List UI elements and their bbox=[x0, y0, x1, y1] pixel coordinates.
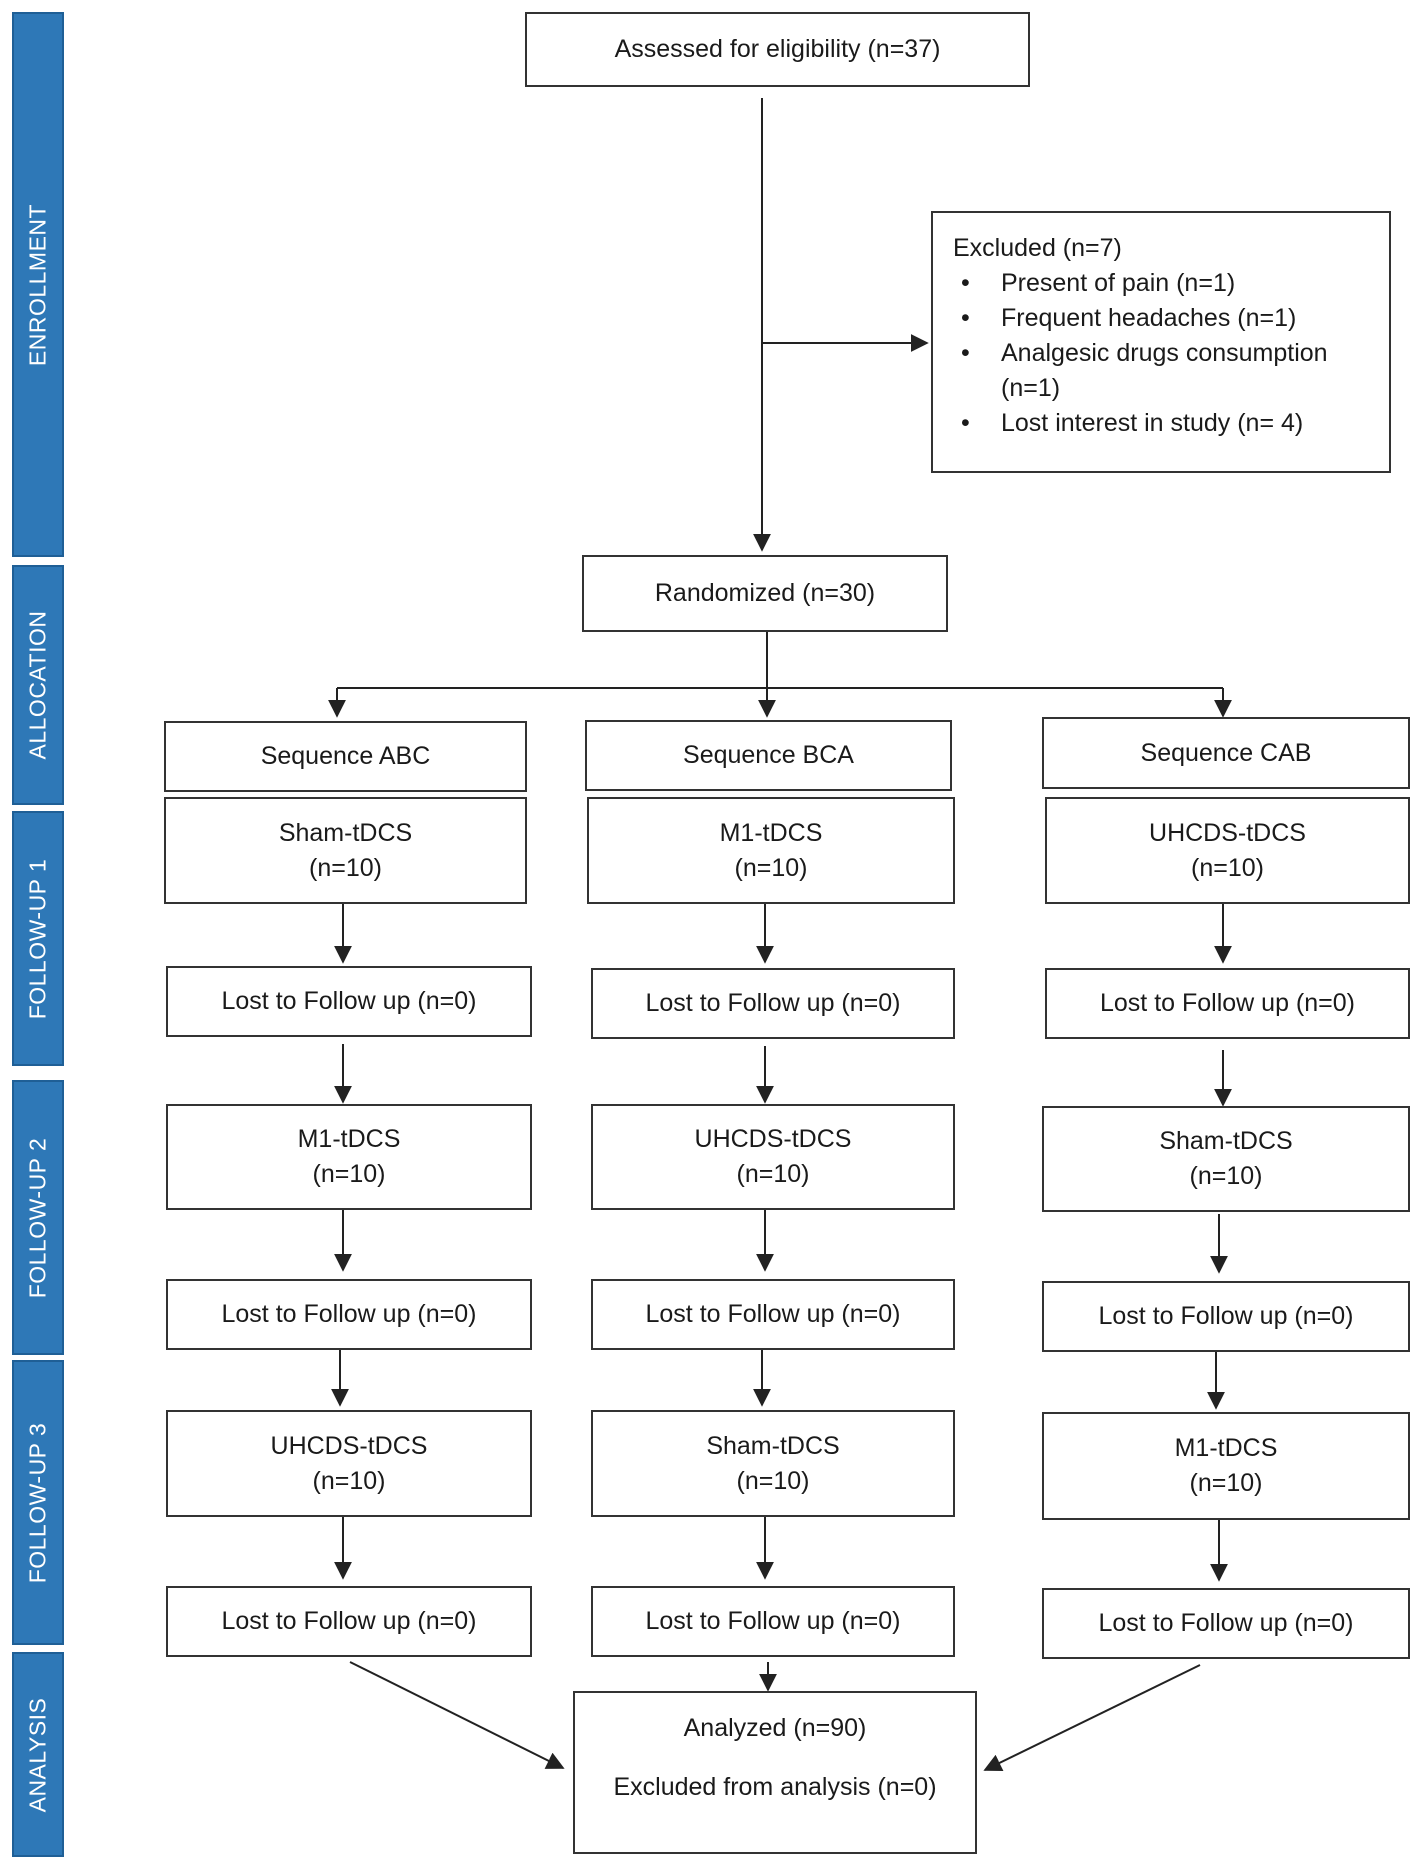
treatment-name: UHCDS-tDCS bbox=[694, 1125, 852, 1153]
analyzed-text: Analyzed (n=90) bbox=[683, 1714, 867, 1742]
abc-lost-2: Lost to Follow up (n=0) bbox=[166, 1279, 532, 1350]
treatment-n: (n=10) bbox=[312, 1466, 386, 1495]
treatment-name: UHCDS-tDCS bbox=[270, 1431, 428, 1460]
treatment-name: Sham-tDCS bbox=[278, 818, 413, 847]
sequence-label: Sequence BCA bbox=[683, 741, 854, 769]
bca-treatment-1: M1-tDCS (n=10) bbox=[587, 797, 955, 904]
cab-treatment-1: UHCDS-tDCS (n=10) bbox=[1045, 797, 1410, 904]
excluded-title: Excluded (n=7) bbox=[953, 234, 1122, 262]
treatment-n: (n=10) bbox=[309, 853, 382, 882]
treatment-name: M1-tDCS bbox=[1174, 1434, 1278, 1462]
excluded-item: Frequent headaches (n=1) bbox=[953, 301, 1369, 336]
cab-lost-3: Lost to Follow up (n=0) bbox=[1042, 1588, 1410, 1659]
treatment-n: (n=10) bbox=[1189, 1162, 1263, 1190]
assessed-box: Assessed for eligibility (n=37) bbox=[525, 12, 1030, 87]
excluded-item: Lost interest in study (n= 4) bbox=[953, 406, 1369, 441]
treatment-name: Sham-tDCS bbox=[1159, 1127, 1293, 1155]
treatment-n: (n=10) bbox=[736, 1466, 810, 1495]
arrow-cab-to-analysis bbox=[983, 1664, 1201, 1771]
bca-lost-2: Lost to Follow up (n=0) bbox=[591, 1279, 955, 1350]
sequence-label: Sequence CAB bbox=[1140, 738, 1312, 767]
treatment-name: M1-tDCS bbox=[297, 1125, 401, 1153]
bca-lost-3: Lost to Follow up (n=0) bbox=[591, 1586, 955, 1657]
abc-treatment-1: Sham-tDCS (n=10) bbox=[164, 797, 527, 904]
sequence-bca-box: Sequence BCA bbox=[585, 720, 952, 791]
randomized-text: Randomized (n=30) bbox=[654, 579, 876, 607]
lost-text: Lost to Follow up (n=0) bbox=[1098, 1609, 1354, 1637]
phase-follow-up-3: FOLLOW-UP 3 bbox=[12, 1360, 64, 1645]
arrow-abc-to-analysis bbox=[349, 1661, 565, 1769]
treatment-name: M1-tDCS bbox=[719, 818, 823, 847]
excluded-from-analysis-text: Excluded from analysis (n=0) bbox=[613, 1773, 937, 1801]
treatment-n: (n=10) bbox=[1191, 853, 1264, 882]
cab-lost-2: Lost to Follow up (n=0) bbox=[1042, 1281, 1410, 1352]
bca-lost-1: Lost to Follow up (n=0) bbox=[591, 968, 955, 1039]
phase-follow-up-2: FOLLOW-UP 2 bbox=[12, 1080, 64, 1355]
cab-lost-1: Lost to Follow up (n=0) bbox=[1045, 968, 1410, 1039]
treatment-n: (n=10) bbox=[1189, 1469, 1263, 1497]
lost-text: Lost to Follow up (n=0) bbox=[221, 1607, 477, 1635]
phase-analysis: ANALYSIS bbox=[12, 1652, 64, 1857]
lost-text: Lost to Follow up (n=0) bbox=[645, 1300, 901, 1328]
lost-text: Lost to Follow up (n=0) bbox=[1098, 1302, 1354, 1330]
treatment-name: UHCDS-tDCS bbox=[1149, 818, 1306, 847]
abc-lost-1: Lost to Follow up (n=0) bbox=[166, 966, 532, 1037]
abc-lost-3: Lost to Follow up (n=0) bbox=[166, 1586, 532, 1657]
abc-treatment-2: M1-tDCS (n=10) bbox=[166, 1104, 532, 1210]
assessed-text: Assessed for eligibility (n=37) bbox=[614, 35, 941, 63]
lost-text: Lost to Follow up (n=0) bbox=[645, 1607, 901, 1635]
phase-allocation: ALLOCATION bbox=[12, 565, 64, 805]
bca-treatment-3: Sham-tDCS (n=10) bbox=[591, 1410, 955, 1517]
lost-text: Lost to Follow up (n=0) bbox=[1100, 989, 1355, 1017]
excluded-item: Analgesic drugs consumption (n=1) bbox=[953, 336, 1369, 406]
sequence-abc-box: Sequence ABC bbox=[164, 721, 527, 792]
randomized-box: Randomized (n=30) bbox=[582, 555, 948, 632]
lost-text: Lost to Follow up (n=0) bbox=[221, 987, 477, 1015]
sequence-label: Sequence ABC bbox=[260, 742, 431, 770]
excluded-box: Excluded (n=7) Present of pain (n=1) Fre… bbox=[931, 211, 1391, 473]
sequence-cab-box: Sequence CAB bbox=[1042, 717, 1410, 789]
treatment-n: (n=10) bbox=[312, 1160, 386, 1188]
lost-text: Lost to Follow up (n=0) bbox=[221, 1300, 477, 1328]
excluded-item: Present of pain (n=1) bbox=[953, 266, 1369, 301]
lost-text: Lost to Follow up (n=0) bbox=[645, 989, 901, 1017]
abc-treatment-3: UHCDS-tDCS (n=10) bbox=[166, 1410, 532, 1517]
treatment-n: (n=10) bbox=[734, 853, 808, 882]
phase-follow-up-1: FOLLOW-UP 1 bbox=[12, 811, 64, 1066]
treatment-n: (n=10) bbox=[736, 1160, 810, 1188]
phase-enrollment: ENROLLMENT bbox=[12, 12, 64, 557]
cab-treatment-2: Sham-tDCS (n=10) bbox=[1042, 1106, 1410, 1212]
bca-treatment-2: UHCDS-tDCS (n=10) bbox=[591, 1104, 955, 1210]
treatment-name: Sham-tDCS bbox=[706, 1431, 840, 1460]
excluded-list: Present of pain (n=1) Frequent headaches… bbox=[953, 266, 1369, 441]
analysis-box: Analyzed (n=90) Excluded from analysis (… bbox=[573, 1691, 977, 1854]
cab-treatment-3: M1-tDCS (n=10) bbox=[1042, 1412, 1410, 1520]
